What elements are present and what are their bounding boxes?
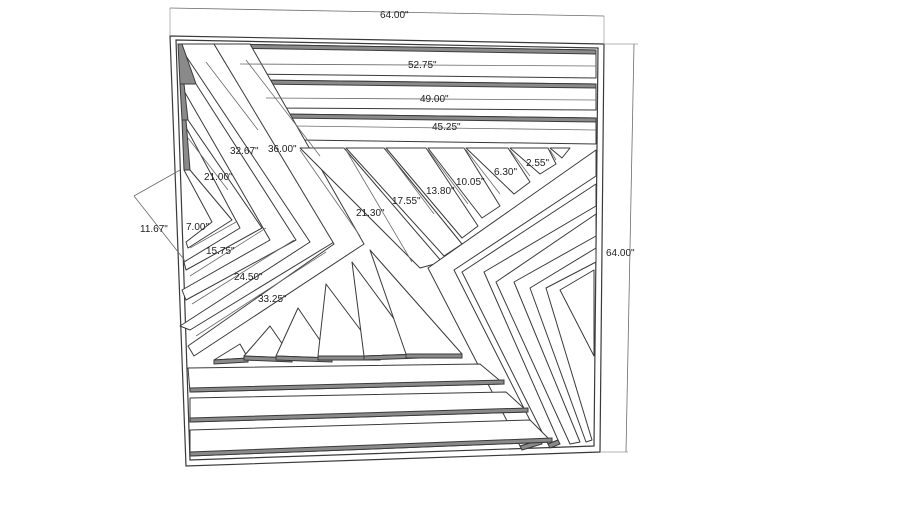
upper-diagonal-slats bbox=[299, 147, 571, 269]
dimension-labels: 64.00" 64.00" 52.75" 49.00" 45.25" 32.67… bbox=[140, 10, 635, 305]
dimension-lines bbox=[133, 7, 638, 453]
length-label-21-30: 21.30" bbox=[356, 208, 385, 219]
lower-left-diagonal-slats bbox=[213, 249, 463, 365]
length-label-24-50: 24.50" bbox=[234, 272, 263, 283]
length-label-7-00: 7.00" bbox=[186, 222, 209, 233]
right-chevron-slats bbox=[427, 149, 597, 451]
length-label-52-75: 52.75" bbox=[408, 60, 437, 71]
bottom-horizontal-slats bbox=[187, 363, 553, 457]
length-label-36-00: 36.00" bbox=[268, 144, 297, 155]
overall-height-label: 64.00" bbox=[606, 248, 635, 259]
overall-width-label: 64.00" bbox=[380, 10, 409, 21]
length-label-11-67: 11.67" bbox=[140, 224, 168, 235]
length-label-33-25: 33.25" bbox=[258, 294, 287, 305]
length-label-13-80: 13.80" bbox=[426, 186, 455, 197]
length-label-10-05: 10.05" bbox=[456, 177, 485, 188]
length-label-21-00: 21.00" bbox=[204, 172, 233, 183]
length-label-17-55: 17.55" bbox=[392, 196, 421, 207]
length-label-15-75: 15.75" bbox=[206, 246, 235, 257]
length-label-49-00: 49.00" bbox=[420, 94, 449, 105]
length-label-6-30: 6.30" bbox=[494, 167, 517, 178]
length-label-2-55: 2.55" bbox=[526, 158, 549, 169]
left-chevron-slats bbox=[177, 43, 365, 357]
length-label-45-25: 45.25" bbox=[432, 122, 461, 133]
length-label-32-67: 32.67" bbox=[230, 146, 259, 157]
